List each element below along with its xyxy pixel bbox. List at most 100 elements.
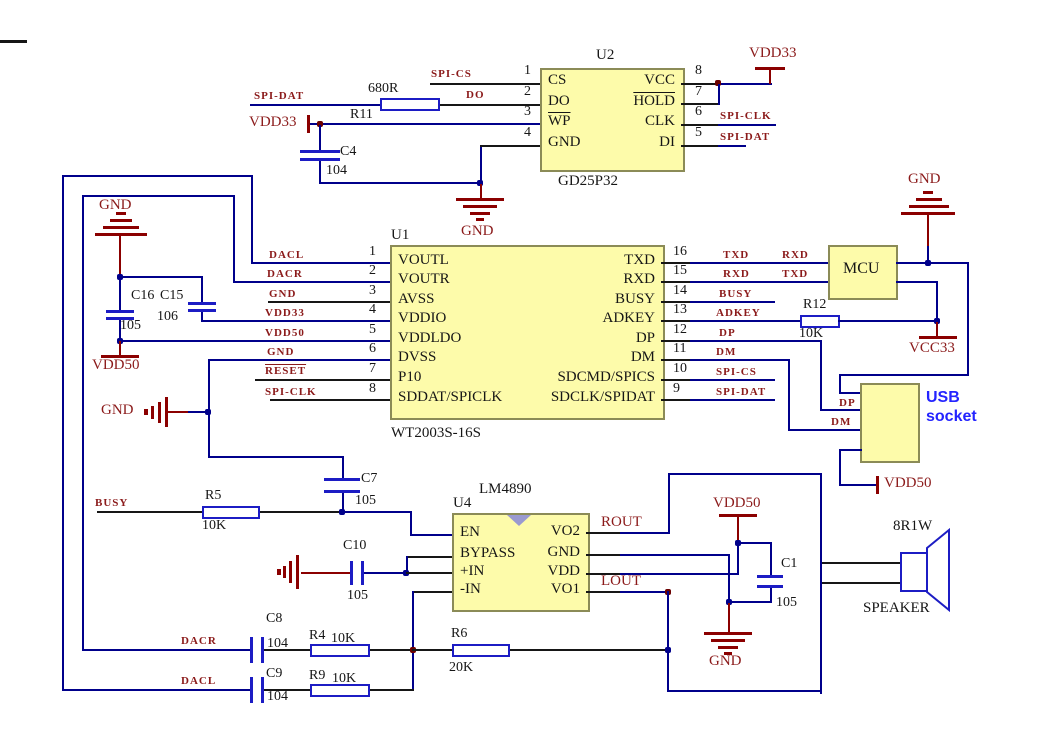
wire [264,649,310,651]
power-label-gnd-u2: GND [461,223,494,239]
power-bar-vdd33-left [307,115,310,133]
chip-mcu-body [828,245,898,300]
wire [310,123,540,125]
cap-c10-plate [361,561,364,585]
wire [681,103,718,105]
wire [342,493,344,513]
wire [788,429,860,431]
wire [251,175,253,264]
wire [586,573,620,575]
net-label-vdd33-p4: VDD33 [265,307,305,319]
u1-pin-voutr: VOUTR [398,271,450,287]
cap-c7-plate [324,478,360,481]
wire [661,379,690,381]
u1-pinnum-12: 12 [673,322,687,337]
c1-value: 105 [776,595,797,610]
power-bar-vdd33-top [755,67,785,70]
wire [690,281,828,283]
power-bar-vdd50-amp [719,514,757,517]
wire [119,236,121,277]
c9-ref: C9 [266,666,283,681]
gnd-symbol-mid [165,397,168,427]
wire [208,456,344,458]
r11-value: 680R [368,81,399,96]
c7-value: 105 [355,493,376,508]
wire [896,262,969,264]
net-label-adkey: ADKEY [716,307,761,319]
wire [370,649,412,651]
wire [667,591,669,692]
gnd-symbol-amp [711,639,745,642]
gnd-symbol-mcu [909,205,949,208]
wire [406,572,452,574]
wire [430,83,540,85]
gnd-symbol-mcu [901,212,955,215]
wire [620,554,730,556]
power-bar-vdd50-usb [876,476,879,494]
u2-pin-gnd: GND [548,134,581,150]
u1-pin-vddldo: VDDLDO [398,330,462,346]
chip-u2-body [540,68,685,172]
wire [718,145,746,147]
junction [934,318,940,324]
cap-c4-plate [300,150,340,153]
gnd-symbol-u2 [470,212,490,215]
cap-c7-plate [324,490,360,493]
wire [82,195,235,197]
u2-ref: U2 [596,47,615,63]
wire [480,184,482,198]
gnd-symbol-mid [151,406,154,419]
gnd-symbol-amp [724,652,732,655]
wire [690,359,790,361]
junction [925,260,931,266]
wire [838,320,938,322]
wire [410,511,412,536]
u4-ref: U4 [453,495,472,511]
speaker-horn [926,528,950,612]
r5-value: 10K [202,518,227,533]
u2-pin-cs: CS [548,72,567,88]
net-label-spi-dat-u2r: SPI-DAT [720,131,771,143]
r6-ref: R6 [451,626,468,641]
wire [661,281,690,283]
wire [264,689,310,691]
r12-ref: R12 [803,297,827,312]
u4-pin-minus-in: -IN [460,581,481,597]
gnd-symbol-c10 [296,555,299,589]
speaker-label: SPEAKER [863,600,930,616]
wire [668,473,670,534]
wire [728,603,730,632]
u4-pin-vo2: VO2 [550,523,580,539]
u1-pinnum-14: 14 [673,283,687,298]
net-label-spi-cs-10: SPI-CS [716,366,757,378]
wire [62,689,252,691]
c15-value: 106 [157,309,178,324]
wire [168,411,188,413]
wire [342,511,412,513]
net-label-reset: RESET [265,365,307,377]
net-label-rxd-15: RXD [723,268,750,280]
junction [726,599,732,605]
junction [715,80,721,86]
wire [936,322,938,336]
wire [896,281,938,283]
wire [661,340,690,342]
power-label-gnd-mid: GND [101,402,134,418]
junction [735,540,741,546]
u1-pin-sdcmd: SDCMD/SPICS [557,369,655,385]
r11-ref: R11 [350,107,373,122]
u1-pinnum-9: 9 [673,381,680,396]
wire [119,276,121,311]
c9-value: 104 [267,689,288,704]
speaker-value: 8R1W [893,518,933,534]
r9-ref: R9 [309,668,326,683]
cap-c9-plate [250,677,253,703]
wire [839,374,969,376]
wire [586,591,620,593]
u1-pinnum-1: 1 [369,244,376,259]
c1-ref: C1 [781,556,798,571]
c15-ref: C15 [160,288,184,303]
net-label-txd-16: TXD [723,249,750,261]
wire [480,146,482,184]
wire [668,473,822,475]
